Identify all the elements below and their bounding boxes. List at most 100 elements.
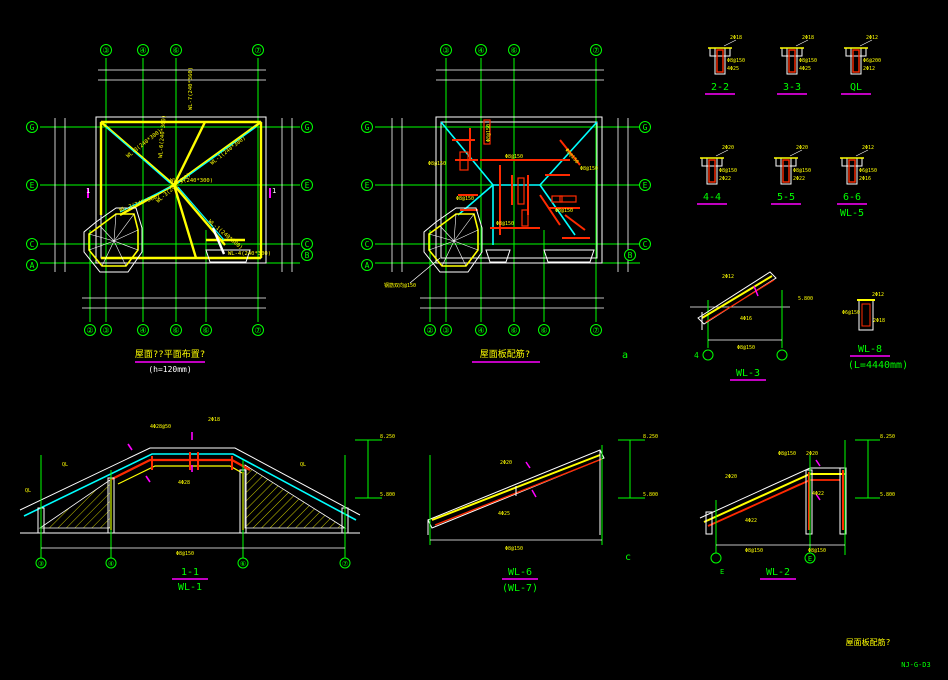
section-bot-label: 2Φ16: [859, 176, 871, 182]
wl6-detail: 2Φ20 4Φ25 8.250 5.800 Φ8@150 WL-6 (WL-7)…: [427, 434, 658, 594]
plan-right-axis-top-3: ⑥: [510, 46, 517, 55]
plan-left-axis-left-4: A: [30, 261, 35, 270]
section-1-1: ③ ④ ⑥ ⑦ 4Φ28@50 2Φ18 4Φ28 QL QL QL 8.250…: [19, 417, 395, 593]
sec11-label-9: Φ8@150: [176, 551, 194, 557]
wl6-label-4: 5.800: [643, 492, 658, 498]
wl8-detail: 2Φ12 Φ6@150 2Φ18 WL-8 (L=4440mm): [842, 292, 908, 371]
plan-left-bottom-bubbles: [84, 324, 264, 336]
plan-left-axis-bottom-1: ②: [86, 326, 93, 335]
section-name: 6-6: [843, 192, 861, 203]
sec11-subtitle: WL-1: [178, 582, 202, 593]
plan-left-axis-right-3: C: [305, 240, 310, 249]
section-leader: [855, 149, 869, 157]
section-mid-label: Φ8@150: [799, 58, 817, 64]
plan-right-note: 钢筋双向@150: [384, 282, 416, 289]
plan-left-axis-right-2: E: [305, 181, 310, 190]
section-stirrup: [782, 159, 790, 183]
plan-right-axis-right-1: G: [643, 123, 648, 132]
sec11-title: 1-1: [181, 567, 199, 578]
plan-left-axis-bottom-6: ⑦: [254, 326, 261, 335]
plan-right-bay-right: [543, 249, 595, 263]
plan-right-axis-right-4: B: [628, 251, 633, 260]
plan-right-rebar: [452, 128, 590, 239]
sec11-roof-cyan: [23, 453, 357, 521]
sec11-hatch-right: [244, 464, 347, 529]
plan-right-rebar-label-1: Φ8@150: [428, 161, 446, 167]
wl2-axis-2: E: [808, 555, 812, 563]
section-flange: [841, 157, 863, 167]
sec11-axis-lines: [40, 439, 382, 558]
wl8-subtitle: (L=4440mm): [848, 360, 908, 371]
footer-title: 屋面板配筋?: [846, 637, 891, 647]
wl3-label-2: 4Φ16: [740, 316, 752, 322]
plan-left-axis-top-3: ⑥: [172, 46, 179, 55]
plan-left-subtitle: (h=120mm): [148, 365, 191, 374]
plan-right-rebar-label-2: Φ8@150: [505, 154, 523, 160]
plan-left-axis-bottom-3: ④: [139, 326, 146, 335]
plan-left-beams: [99, 120, 263, 260]
sec11-axis-1: ③: [38, 560, 44, 568]
section-leader: [795, 39, 809, 47]
section-mid-label: Φ8@150: [793, 168, 811, 174]
section-name: 3-3: [783, 82, 801, 93]
plan-right-axis-bottom-6: ⑦: [592, 326, 599, 335]
section-top-label: 2Φ18: [802, 35, 814, 41]
plan-right-rebar-label-6: Φ8@150: [555, 208, 573, 214]
section-top-label: 2Φ20: [722, 145, 734, 151]
plan-right-axis-left-2: E: [365, 181, 370, 190]
section-top-label: 2Φ20: [796, 145, 808, 151]
plan-right-axis-bottom-1: ②: [426, 326, 433, 335]
section-top-label: 2Φ18: [730, 35, 742, 41]
plan-left-beam-label-4: WL-3(240*360): [119, 194, 162, 214]
wl3-axis: 4: [694, 351, 699, 360]
plan-right-dimensions: [391, 69, 629, 309]
plan-right-roof-outline: [435, 116, 603, 264]
section-top-label: 2Φ12: [866, 35, 878, 41]
drawing-number: NJ-G-D3: [901, 661, 931, 669]
plan-left-dimensions: [54, 69, 293, 309]
section-stirrup: [716, 49, 724, 73]
wl6-label-1: 2Φ20: [500, 460, 512, 466]
wl3-title: WL-3: [736, 368, 760, 379]
section-leader: [723, 39, 737, 47]
section-name: 4-4: [703, 192, 721, 203]
plan-right-marker: a: [622, 350, 628, 361]
section-bot-label: 4Φ25: [799, 66, 811, 72]
wl6-marker: c: [625, 552, 631, 563]
sec11-axis-4: ⑦: [342, 560, 348, 568]
plan-left-side-bubbles: [26, 121, 313, 271]
plan-left-beam-label-8: WL-6(240*360): [158, 115, 168, 158]
sec11-cut-marks: [127, 432, 193, 483]
wl2-label-2: 2Φ20: [806, 451, 818, 457]
wl6-label-3: 8.250: [643, 434, 658, 440]
plan-right-axis-top-4: ⑦: [592, 46, 599, 55]
section-stirrup: [848, 159, 856, 183]
section-name: QL: [850, 82, 862, 93]
plan-right-rebar-label-3: Φ8@150: [580, 166, 598, 172]
plan-right-rebar-bars: [459, 119, 577, 227]
plan-right: ③ ④ ⑥ ⑦ ② ③ ④ ⑥ ⑥ ⑦ G E C A G E C B Φ8@1…: [361, 44, 651, 363]
plan-left-top-bubbles: [100, 44, 264, 56]
plan-right-rebar-label-7: Φ8@150: [486, 124, 492, 142]
plan-right-axis-bottom-2: ③: [442, 326, 449, 335]
wl3-label-4: 5.800: [798, 296, 813, 302]
section-leader: [789, 149, 803, 157]
section-bot-label: 2Φ12: [863, 66, 875, 72]
plan-left: ③ ④ ⑥ ⑦ ② ③ ④ ⑥ ⑥ ⑦ G E C A G E C B 1 1 …: [26, 44, 313, 374]
plan-left-axis-right-1: G: [305, 123, 310, 132]
sec11-label-3: 4Φ28: [178, 480, 190, 486]
section-mid-label: Φ6@200: [863, 58, 881, 64]
section-flange: [701, 157, 723, 167]
section-extra-label: WL-5: [840, 208, 864, 219]
sec11-axis-2: ④: [108, 560, 114, 568]
plan-left-section-mark-r: 1: [272, 187, 276, 195]
plan-left-axis-bottom-4: ⑥: [172, 326, 179, 335]
section-mid-label: Φ6@150: [859, 168, 877, 174]
sec11-label-2: 2Φ18: [208, 417, 220, 423]
wl2-label-8: Φ8@150: [745, 548, 763, 554]
